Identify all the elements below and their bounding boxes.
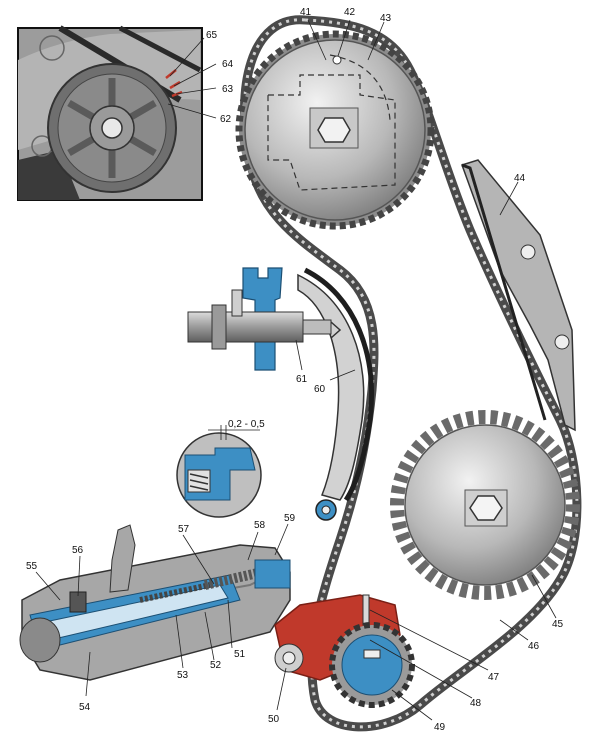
- callout-64: 64: [222, 59, 234, 70]
- tensioner-cutaway: [19, 524, 291, 681]
- callout-41: 41: [300, 7, 312, 18]
- timing-chain: [240, 15, 582, 732]
- callout-55: 55: [26, 561, 38, 572]
- callout-54: 54: [79, 702, 91, 713]
- callout-52: 52: [210, 660, 222, 671]
- tensioner-assembly: [187, 267, 342, 371]
- callout-57: 57: [178, 524, 190, 535]
- camshaft-sprocket: [235, 30, 435, 230]
- callout-53: 53: [177, 670, 189, 681]
- callout-44: 44: [514, 173, 526, 184]
- callout-58: 58: [254, 520, 266, 531]
- intermediate-sprocket: [390, 410, 580, 600]
- camshaft-bolt: [317, 117, 351, 143]
- pump-sprocket-hub: [341, 634, 403, 696]
- inset-view: [17, 25, 217, 201]
- gap-detail-view: [176, 425, 262, 518]
- inset-pulley-bolt: [101, 117, 123, 139]
- callout-60: 60: [314, 384, 326, 395]
- chain-guide-shoe: [297, 267, 375, 521]
- callout-65: 65: [206, 30, 218, 41]
- callout-63: 63: [222, 84, 234, 95]
- callout-56: 56: [72, 545, 84, 556]
- callout-48: 48: [470, 698, 482, 709]
- callout-50: 50: [268, 714, 280, 725]
- chain-damper: [461, 159, 576, 432]
- callout-46: 46: [528, 641, 540, 652]
- callout-43: 43: [380, 13, 392, 24]
- gap-dimension-label: 0,2 - 0,5: [228, 419, 265, 430]
- callout-51: 51: [234, 649, 246, 660]
- callout-59: 59: [284, 513, 296, 524]
- callout-62: 62: [220, 114, 232, 125]
- callout-61: 61: [296, 374, 308, 385]
- intermediate-bolt: [469, 495, 503, 521]
- callout-45: 45: [552, 619, 564, 630]
- camshaft-timing-mark: [332, 55, 342, 65]
- oil-pump-drive: [274, 594, 415, 708]
- pump-drive-pin: [362, 594, 370, 626]
- callout-labels: 41 42 43 44 45 46 47 48 49 50 51 52 53 5…: [26, 7, 564, 733]
- callout-42: 42: [344, 7, 356, 18]
- callout-47: 47: [488, 672, 500, 683]
- leader-lines: [35, 19, 557, 721]
- callout-49: 49: [434, 722, 446, 733]
